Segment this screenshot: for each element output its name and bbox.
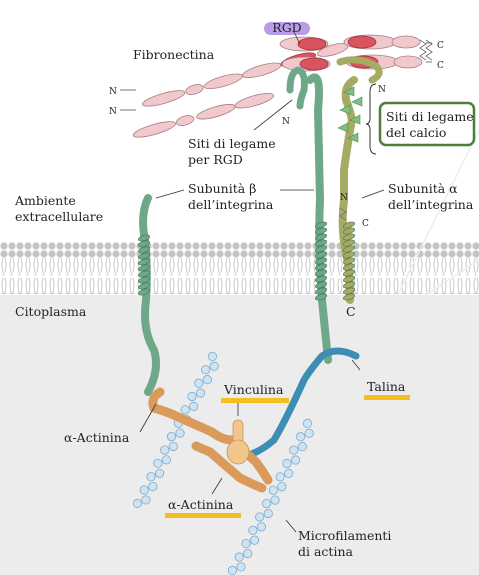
siti-rgd-label-2: per RGD (188, 152, 243, 167)
microfilamenti-label-2: di actina (298, 544, 353, 559)
microfilamenti-label-1: Microfilamenti (298, 528, 391, 543)
n-terminal-beta: N (282, 117, 290, 127)
beta-label-1: Subunità β (188, 181, 256, 196)
ambiente-label-1: Ambiente (14, 193, 76, 208)
siti-rgd-label-1: Siti di legame (188, 136, 276, 151)
actinina-left-label: α-Actinina (64, 430, 130, 445)
talina-underline (364, 395, 410, 400)
ambiente-label-2: extracellulare (15, 209, 103, 224)
fibronectina-label: Fibronectina (133, 47, 215, 62)
actinina-bottom-underline (165, 513, 241, 518)
n-terminal-fibro-2: N (109, 107, 117, 117)
talina-label: Talina (367, 379, 406, 394)
n-terminal-alpha-top: N (378, 85, 386, 95)
vinculina-underline (221, 398, 289, 403)
alpha-label-2: dell’integrina (388, 197, 474, 212)
siti-calcio-label-1: Siti di legame (386, 109, 474, 124)
n-terminal-alpha-mid: N (340, 193, 348, 203)
siti-calcio-label-2: del calcio (386, 125, 446, 140)
alpha-label-1: Subunità α (388, 181, 458, 196)
c-terminal-alpha-cyto: C (346, 304, 356, 319)
plasma-membrane (0, 242, 479, 294)
c-terminal-alpha-mid: C (362, 219, 369, 229)
beta-label-2: dell’integrina (188, 197, 274, 212)
vinculina-label: Vinculina (223, 382, 284, 397)
c-terminal-upper: C (437, 41, 444, 51)
n-terminal-fibro-1: N (109, 87, 117, 97)
rgd-label: RGD (272, 20, 301, 35)
c-terminal-lower: C (437, 61, 444, 71)
citoplasma-label: Citoplasma (15, 304, 87, 319)
actinina-bottom-label: α-Actinina (168, 497, 234, 512)
